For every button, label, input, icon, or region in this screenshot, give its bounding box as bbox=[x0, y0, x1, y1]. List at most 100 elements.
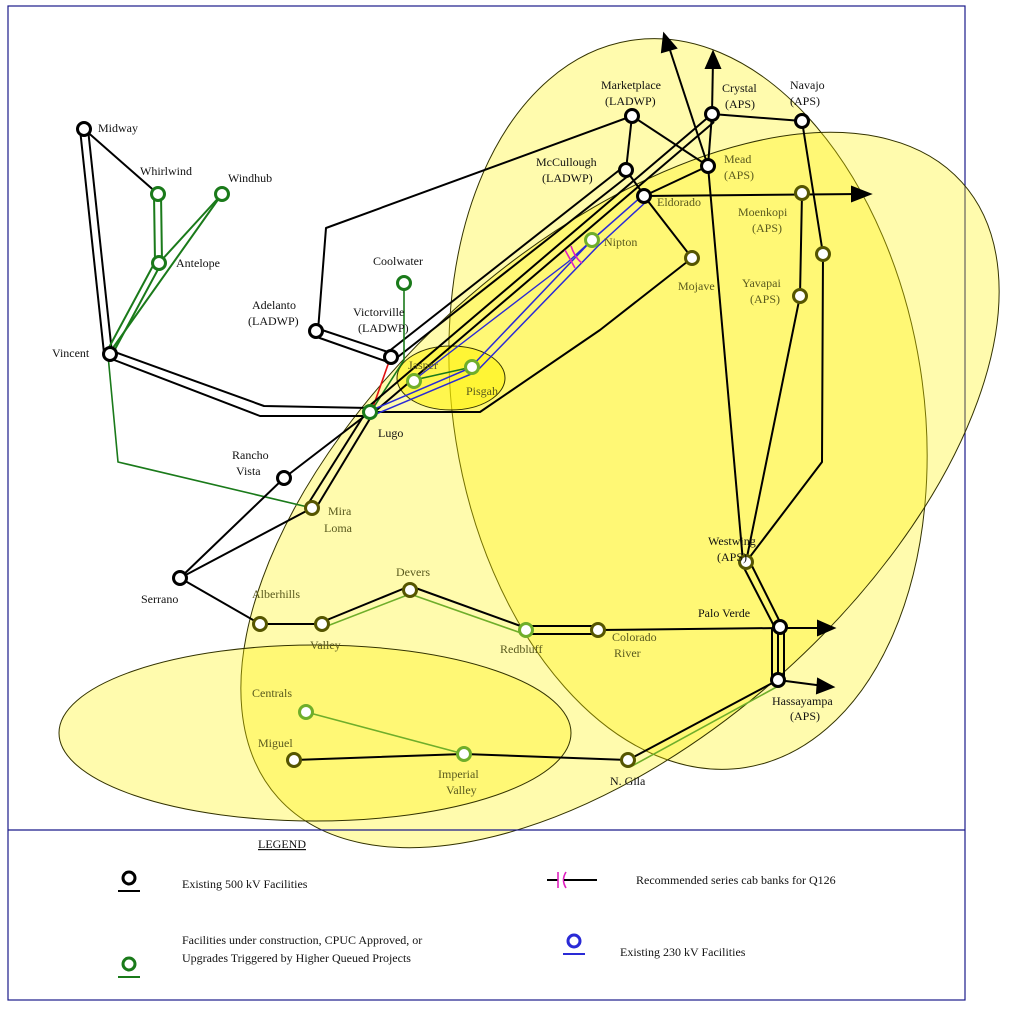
tie-arrows bbox=[643, 31, 873, 695]
node-westwing bbox=[738, 554, 754, 570]
line-westwing-paloverde-a bbox=[741, 563, 775, 627]
label-colorado-1: Colorado bbox=[612, 630, 657, 644]
legend-blue-node-icon bbox=[566, 933, 582, 949]
node-navajo-tap bbox=[815, 246, 831, 262]
node-nipton bbox=[584, 232, 600, 248]
label-valley: Valley bbox=[310, 638, 341, 652]
label-eldorado: Eldorado bbox=[657, 195, 701, 209]
line-ngila-hassayampa bbox=[627, 679, 779, 761]
arrow-paloverde-east-head bbox=[817, 619, 837, 637]
node-eldorado bbox=[636, 188, 652, 204]
node-serrano bbox=[172, 570, 188, 586]
line-centrals-imperial bbox=[305, 711, 465, 755]
label-adelanto-1: Adelanto bbox=[252, 298, 296, 312]
label-westwing-2: (APS) bbox=[717, 550, 747, 564]
diagram-border bbox=[7, 5, 966, 1001]
label-hassayampa-1: Hassayampa bbox=[772, 694, 833, 708]
label-mead-2: (APS) bbox=[724, 168, 754, 182]
line-lugo-miraloma-a bbox=[307, 411, 367, 505]
label-hassayampa-2: (APS) bbox=[790, 709, 820, 723]
node-valley bbox=[314, 616, 330, 632]
line-mead-eldorado bbox=[643, 165, 709, 197]
label-victorville-1: Victorville bbox=[353, 305, 404, 319]
line-ngila-hassayampa-new bbox=[631, 683, 783, 767]
line-victorville-mccullough-b bbox=[393, 175, 629, 361]
label-alberhills: Alberhills bbox=[252, 587, 300, 601]
label-yavapai-2: (APS) bbox=[750, 292, 780, 306]
series-capacitor-symbol bbox=[564, 245, 583, 269]
label-victorville-2: (LADWP) bbox=[358, 321, 409, 335]
label-antelope: Antelope bbox=[176, 256, 220, 270]
line-lugo-miraloma-b bbox=[315, 411, 375, 509]
node-colorado-river bbox=[590, 622, 606, 638]
label-moenkopi-1: Moenkopi bbox=[738, 205, 788, 219]
label-n-gila: N. Gila bbox=[610, 774, 646, 788]
line-colorado-paloverde bbox=[597, 627, 781, 631]
label-colorado-2: River bbox=[614, 646, 641, 660]
line-windhub-antelope bbox=[158, 193, 223, 264]
node-alberhills bbox=[252, 616, 268, 632]
arrow-crystal-north-head bbox=[704, 49, 722, 69]
substation-labels: Midway Whirlwind Windhub Antelope Vincen… bbox=[52, 78, 833, 797]
label-navajo-1: Navajo bbox=[790, 78, 825, 92]
line-nipton-jasper bbox=[413, 239, 593, 381]
node-mccullough bbox=[618, 162, 634, 178]
node-antelope bbox=[151, 255, 167, 271]
label-redbluff: Redbluff bbox=[500, 642, 542, 656]
node-jasper bbox=[406, 373, 422, 389]
node-hassayampa bbox=[770, 672, 786, 688]
node-mojave bbox=[684, 250, 700, 266]
label-westwing-1: Westwing bbox=[708, 534, 756, 548]
legend-green-node-icon bbox=[121, 956, 137, 972]
node-centrals bbox=[298, 704, 314, 720]
node-navajo bbox=[794, 113, 810, 129]
label-rancho-2: Vista bbox=[236, 464, 261, 478]
line-crystal-mead bbox=[707, 113, 713, 167]
line-serrano-miraloma bbox=[179, 507, 313, 579]
label-navajo-2: (APS) bbox=[790, 94, 820, 108]
line-westwing-paloverde-b bbox=[749, 561, 783, 627]
label-yavapai-1: Yavapai bbox=[742, 276, 781, 290]
label-adelanto-2: (LADWP) bbox=[248, 314, 299, 328]
node-devers bbox=[402, 582, 418, 598]
node-coolwater bbox=[396, 275, 412, 291]
line-crystal-navajo bbox=[711, 113, 803, 122]
line-windhub-vincent bbox=[109, 193, 223, 353]
label-windhub: Windhub bbox=[228, 171, 272, 185]
line-midway-vincent-b bbox=[87, 128, 113, 354]
line-midway-whirlwind bbox=[83, 128, 159, 195]
arrow-mead-north-head bbox=[660, 31, 678, 54]
node-lugo bbox=[362, 404, 378, 420]
label-crystal-1: Crystal bbox=[722, 81, 757, 95]
line-jasper-pisgah bbox=[413, 366, 473, 381]
label-mccullough-2: (LADWP) bbox=[542, 171, 593, 185]
line-eldorado-mojave bbox=[643, 195, 693, 259]
label-mojave: Mojave bbox=[678, 279, 715, 293]
legend-series-cap: Recommended series cab banks for Q126 bbox=[636, 873, 836, 887]
substations bbox=[76, 106, 831, 768]
label-centrals: Centrals bbox=[252, 686, 292, 700]
label-jasper: Jasper bbox=[408, 358, 438, 372]
study-area-south bbox=[58, 644, 572, 822]
label-whirlwind: Whirlwind bbox=[140, 164, 192, 178]
label-vincent: Vincent bbox=[52, 346, 90, 360]
node-miguel bbox=[286, 752, 302, 768]
line-adelanto-victorville-b bbox=[313, 335, 389, 363]
line-midway-vincent-a bbox=[79, 128, 105, 354]
line-adelanto-marketplace bbox=[317, 115, 633, 332]
legend-existing-500: Existing 500 kV Facilities bbox=[182, 877, 308, 891]
node-imperial-valley bbox=[456, 746, 472, 762]
node-n-gila bbox=[620, 752, 636, 768]
node-victorville bbox=[383, 349, 399, 365]
line-lugo-crystal bbox=[367, 113, 713, 408]
node-mead bbox=[700, 158, 716, 174]
node-yavapai bbox=[792, 288, 808, 304]
node-marketplace bbox=[624, 108, 640, 124]
arrow-eldorado-east-head bbox=[851, 185, 873, 203]
node-rancho-vista bbox=[276, 470, 292, 486]
label-imperial-1: Imperial bbox=[438, 767, 479, 781]
node-whirlwind bbox=[150, 186, 166, 202]
line-adelanto-victorville-a bbox=[315, 327, 389, 353]
node-mira-loma bbox=[304, 500, 320, 516]
